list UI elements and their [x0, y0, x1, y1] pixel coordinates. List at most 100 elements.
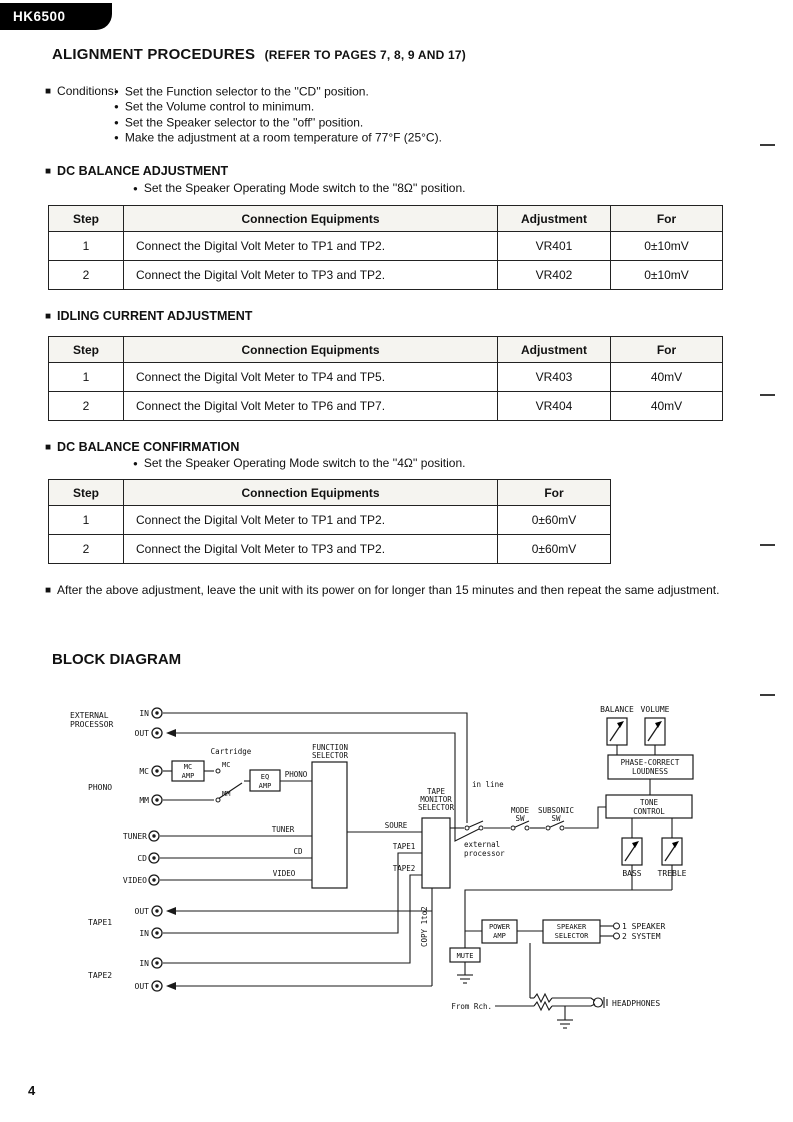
table-row: 1 Connect the Digital Volt Meter to TP1 … — [48, 231, 723, 261]
cell-adjustment: VR404 — [497, 391, 611, 421]
col-header-connection: Connection Equipments — [123, 479, 498, 506]
label-function: FUNCTION — [312, 743, 348, 752]
eq-amp-box — [249, 769, 281, 792]
label-in: IN — [139, 709, 149, 718]
bullet-icon: ● — [133, 458, 138, 468]
jack-video — [148, 874, 160, 886]
conditions-label: ■Conditions: — [45, 84, 117, 98]
cell-step: 2 — [48, 534, 124, 564]
label-mute: MUTE — [457, 952, 474, 960]
table-header-row: Step Connection Equipments Adjustment Fo… — [48, 336, 723, 363]
label-phase-correct: PHASE-CORRECT — [621, 758, 680, 767]
condition-item: ●Set the Function selector to the ''CD''… — [114, 84, 442, 99]
col-header-for: For — [610, 336, 723, 363]
cell-adjustment: VR403 — [497, 362, 611, 392]
label-out1: 1 SPEAKER — [622, 922, 666, 931]
jack-tape1-in — [151, 927, 163, 939]
cell-step: 2 — [48, 260, 124, 290]
page-title: ALIGNMENT PROCEDURES (REFER TO PAGES 7, … — [52, 46, 466, 63]
col-header-step: Step — [48, 336, 124, 363]
cell-step: 1 — [48, 231, 124, 261]
cell-connection: Connect the Digital Volt Meter to TP3 an… — [123, 534, 498, 564]
square-bullet-icon: ■ — [45, 86, 52, 97]
dc-balance-confirmation-table: Step Connection Equipments For 1 Connect… — [48, 479, 611, 564]
dc-balance-adjustment-table: Step Connection Equipments Adjustment Fo… — [48, 205, 723, 290]
jack-ext-out — [151, 727, 163, 739]
label-wire-tape1: TAPE1 — [393, 842, 416, 851]
label-monitor: MONITOR — [420, 795, 452, 804]
page-number: 4 — [28, 1083, 36, 1098]
after-adjustment-note: ■After the above adjustment, leave the u… — [45, 582, 749, 599]
col-header-adjustment: Adjustment — [497, 336, 611, 363]
cell-connection: Connect the Digital Volt Meter to TP1 an… — [123, 505, 498, 535]
cell-for: 40mV — [610, 391, 723, 421]
condition-text: Make the adjustment at a room temperatur… — [124, 130, 442, 145]
label-external: EXTERNAL — [70, 711, 109, 720]
dc-balance-confirmation-note: ● Set the Speaker Operating Mode switch t… — [133, 456, 466, 470]
col-header-connection: Connection Equipments — [123, 336, 498, 363]
idling-current-table: Step Connection Equipments Adjustment Fo… — [48, 336, 723, 421]
col-header-step: Step — [48, 205, 124, 232]
label-external-loop-1: external — [464, 840, 500, 849]
speaker-selector-box — [542, 919, 601, 944]
registration-mark — [760, 394, 775, 396]
speaker-terminal-1 — [613, 922, 620, 930]
table-row: 1 Connect the Digital Volt Meter to TP1 … — [48, 505, 611, 535]
square-bullet-icon: ■ — [45, 442, 52, 453]
table-row: 2 Connect the Digital Volt Meter to TP6 … — [48, 391, 723, 421]
label-volume: VOLUME — [641, 705, 670, 714]
label-mm-contact: MM — [222, 790, 230, 798]
label-tape: TAPE — [427, 787, 446, 796]
label-from-rch: From Rch. — [451, 1002, 492, 1011]
label-cd: CD — [137, 854, 147, 863]
cell-connection: Connect the Digital Volt Meter to TP4 an… — [123, 362, 498, 392]
cell-step: 1 — [48, 505, 124, 535]
section-heading-text: IDLING CURRENT ADJUSTMENT — [57, 309, 253, 323]
bass-pot — [621, 837, 643, 866]
jack-tape2-in — [151, 957, 163, 969]
cell-adjustment: VR401 — [497, 231, 611, 261]
label-cartridge: Cartridge — [211, 747, 252, 756]
section-heading-text: DC BALANCE ADJUSTMENT — [57, 164, 229, 178]
label-wire-video: VIDEO — [273, 869, 296, 878]
label-tape1-group: TAPE1 — [88, 918, 112, 927]
label-soure: SOURE — [385, 821, 408, 830]
condition-item: ● Make the adjustment at a room temperatu… — [114, 130, 442, 145]
label-phono-group: PHONO — [88, 783, 112, 792]
label-tone: TONE — [640, 798, 659, 807]
jack-tape1-out — [151, 905, 163, 917]
jack-ext-in — [151, 707, 163, 719]
label-in-line: in line — [472, 780, 504, 789]
section-heading-dc-balance-confirmation: ■DC BALANCE CONFIRMATION — [45, 440, 239, 454]
cell-for: 0±60mV — [497, 534, 611, 564]
note-text: Set the Speaker Operating Mode switch to… — [143, 456, 466, 470]
registration-mark — [760, 144, 775, 146]
label-wire-tuner: TUNER — [272, 825, 295, 834]
bullet-icon: ● — [114, 133, 119, 143]
conditions-list: ●Set the Function selector to the ''CD''… — [114, 84, 442, 146]
condition-text: Set the Volume control to minimum. — [124, 99, 315, 114]
model-name: HK6500 — [13, 9, 66, 24]
label-speaker: SPEAKER — [557, 923, 587, 931]
title-main: ALIGNMENT PROCEDURES — [52, 46, 256, 63]
title-ref: (REFER TO PAGES 7, 8, 9 AND 17) — [264, 48, 466, 62]
note-text: Set the Speaker Operating Mode switch to… — [143, 181, 466, 195]
label-mc-contact: MC — [222, 761, 230, 769]
label-mc-amp-1: MC — [184, 763, 192, 771]
jack-phono-mm — [151, 794, 163, 806]
mute-box — [449, 947, 481, 963]
section-heading-idling-current: ■IDLING CURRENT ADJUSTMENT — [45, 309, 252, 323]
block-diagram: EXTERNAL PROCESSOR IN OUT MC MM PHONO Ca… — [70, 705, 694, 1029]
cell-for: 40mV — [610, 362, 723, 392]
label-control: CONTROL — [633, 807, 665, 816]
headphone-jack — [592, 997, 608, 1008]
table-row: 1 Connect the Digital Volt Meter to TP4 … — [48, 362, 723, 392]
label-subsonic-sw: SW — [551, 814, 561, 823]
table-header-row: Step Connection Equipments Adjustment Fo… — [48, 205, 723, 232]
condition-item: ●Set the Volume control to minimum. — [114, 99, 442, 114]
label-mc: MC — [139, 767, 149, 776]
label-tuner: TUNER — [123, 832, 147, 841]
label-power: POWER — [489, 923, 511, 931]
square-bullet-icon: ■ — [45, 585, 52, 596]
